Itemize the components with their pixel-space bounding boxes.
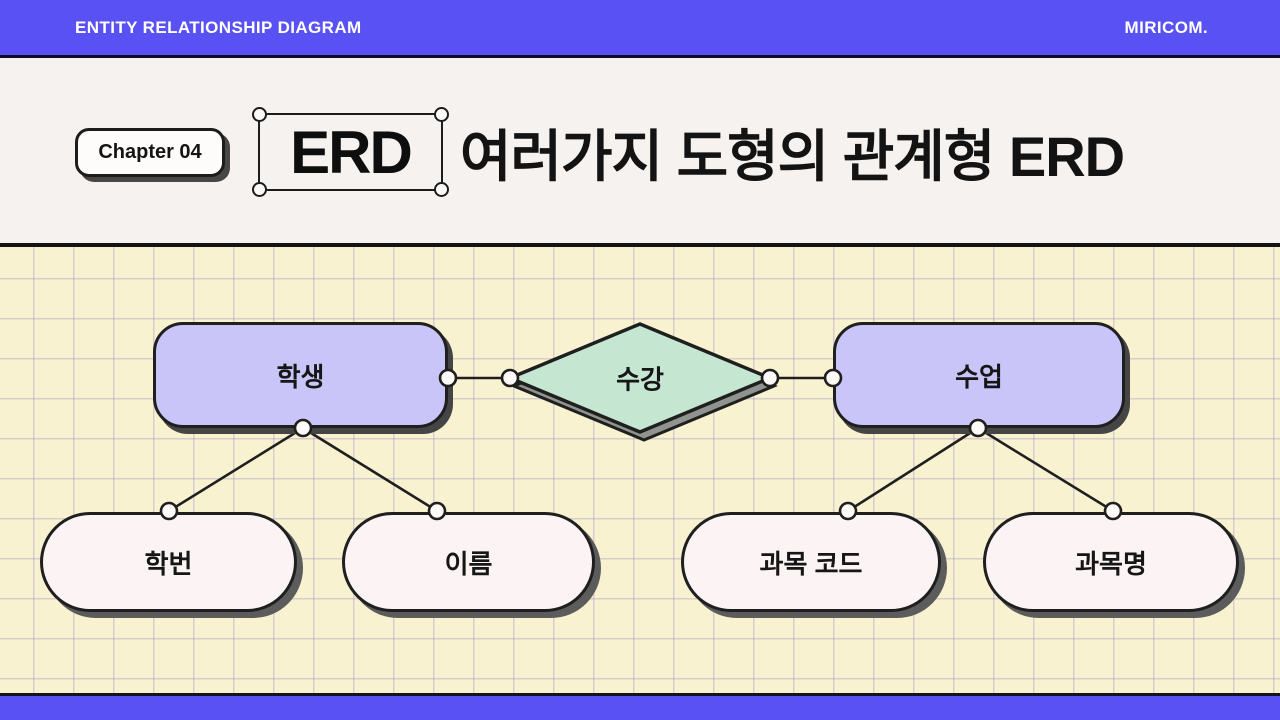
selection-handle-icon: [252, 182, 267, 197]
connector-line: [302, 426, 438, 513]
selection-handle-icon: [252, 107, 267, 122]
connector-line: [847, 426, 979, 513]
top-bar: ENTITY RELATIONSHIP DIAGRAM MIRICOM.: [0, 0, 1280, 58]
selection-handle-icon: [434, 107, 449, 122]
connector-layer: [168, 322, 1114, 513]
selection-handle-icon: [434, 182, 449, 197]
erd-canvas: 학생 수업 수강 학번 이름 과목 코드 과목명: [0, 247, 1280, 693]
slide-header: Chapter 04 ERD 여러가지 도형의 관계형 ERD: [0, 58, 1280, 243]
erd-highlight-word: ERD: [290, 118, 413, 186]
entity-student: 학생: [153, 322, 448, 428]
attribute-course-code: 과목 코드: [681, 512, 941, 612]
page-title: 여러가지 도형의 관계형 ERD: [460, 124, 1125, 188]
attribute-student-id: 학번: [40, 512, 297, 612]
connector-line: [977, 426, 1114, 513]
chapter-badge: Chapter 04: [75, 128, 225, 177]
relationship-label: 수강: [616, 364, 664, 395]
attribute-student-name: 이름: [342, 512, 595, 612]
entity-course: 수업: [833, 322, 1125, 428]
top-bar-title: ENTITY RELATIONSHIP DIAGRAM: [75, 17, 362, 37]
connector-line: [168, 426, 304, 513]
header-divider: [0, 243, 1280, 247]
brand-logo: MIRICOM.: [1124, 17, 1208, 37]
bottom-bar: [0, 693, 1280, 720]
attribute-course-name: 과목명: [983, 512, 1239, 612]
erd-selection-box: ERD: [252, 107, 449, 197]
